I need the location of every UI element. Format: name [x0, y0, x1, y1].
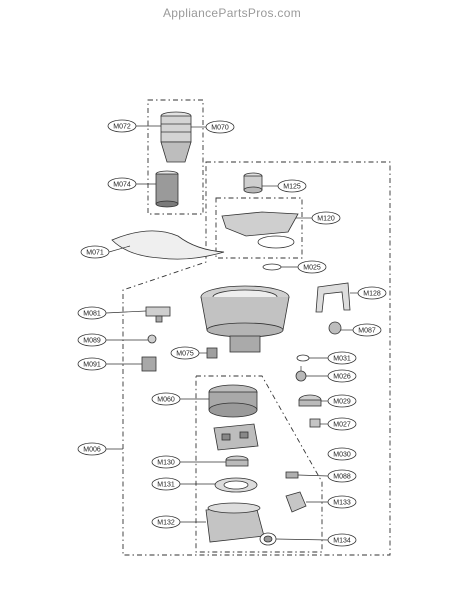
svg-text:M131: M131	[157, 482, 175, 489]
callout-m133[interactable]: M133	[327, 495, 357, 509]
callout-m006[interactable]: M006	[77, 442, 107, 456]
part-filter-cylinder[interactable]	[160, 111, 192, 163]
callout-m027[interactable]: M027	[327, 417, 357, 431]
svg-text:M026: M026	[333, 374, 351, 381]
part-m081[interactable]	[145, 306, 171, 323]
svg-text:M070: M070	[211, 125, 229, 132]
svg-text:M133: M133	[333, 500, 351, 507]
part-m031[interactable]	[296, 354, 310, 362]
watermark: AppliancePartsPros.com	[163, 6, 301, 20]
svg-text:M089: M089	[83, 338, 101, 345]
svg-text:M027: M027	[333, 422, 351, 429]
part-m133[interactable]	[285, 491, 307, 513]
callout-m088[interactable]: M088	[327, 469, 357, 483]
svg-text:M074: M074	[113, 182, 131, 189]
svg-text:M006: M006	[83, 447, 101, 454]
svg-text:M128: M128	[363, 291, 381, 298]
part-m060[interactable]	[208, 384, 258, 418]
pump-assembly-boundary	[195, 375, 323, 553]
callout-m030[interactable]: M030	[327, 447, 357, 461]
svg-text:M081: M081	[83, 311, 101, 318]
svg-text:M132: M132	[157, 520, 175, 527]
sump-cover-boundary	[215, 197, 303, 259]
part-m089[interactable]	[147, 334, 157, 344]
svg-text:M030: M030	[333, 452, 351, 459]
leader-lines	[105, 125, 358, 541]
part-m091[interactable]	[141, 356, 157, 372]
svg-text:M091: M091	[83, 362, 101, 369]
callout-m071[interactable]: M071	[80, 245, 110, 259]
callout-m074[interactable]: M074	[107, 177, 137, 191]
callout-m072[interactable]: M072	[107, 119, 137, 133]
svg-text:M075: M075	[176, 351, 194, 358]
part-sump[interactable]	[200, 285, 290, 353]
callout-m060[interactable]: M060	[151, 392, 181, 406]
svg-text:M134: M134	[333, 538, 351, 545]
callout-m089[interactable]: M089	[77, 333, 107, 347]
part-m134[interactable]	[259, 532, 277, 546]
part-m130[interactable]	[225, 455, 249, 467]
svg-text:M031: M031	[333, 356, 351, 363]
part-m131[interactable]	[214, 477, 258, 493]
callout-m131[interactable]: M131	[151, 477, 181, 491]
callout-m125[interactable]: M125	[277, 179, 307, 193]
main-assembly-boundary	[122, 161, 391, 556]
svg-text:M120: M120	[317, 216, 335, 223]
callout-m128[interactable]: M128	[357, 286, 387, 300]
svg-text:M060: M060	[157, 397, 175, 404]
callout-m025[interactable]: M025	[297, 260, 327, 274]
callout-m081[interactable]: M081	[77, 306, 107, 320]
part-m075[interactable]	[206, 347, 218, 359]
part-m128[interactable]	[315, 282, 351, 313]
svg-text:M025: M025	[303, 265, 321, 272]
svg-text:M087: M087	[358, 328, 376, 335]
svg-text:M130: M130	[157, 460, 175, 467]
part-m088[interactable]	[285, 471, 299, 479]
part-m025[interactable]	[262, 263, 282, 271]
callout-m130[interactable]: M130	[151, 455, 181, 469]
callout-m134[interactable]: M134	[327, 533, 357, 547]
part-m029[interactable]	[298, 394, 322, 407]
svg-text:M072: M072	[113, 124, 131, 131]
part-m125[interactable]	[243, 172, 263, 194]
part-m027[interactable]	[309, 418, 321, 428]
callout-m075[interactable]: M075	[170, 346, 200, 360]
callout-m132[interactable]: M132	[151, 515, 181, 529]
part-mesh-filter[interactable]	[155, 170, 179, 208]
svg-text:M029: M029	[333, 399, 351, 406]
callout-m120[interactable]: M120	[311, 211, 341, 225]
callout-m029[interactable]: M029	[327, 394, 357, 408]
svg-text:M125: M125	[283, 184, 301, 191]
part-sump-cover[interactable]	[221, 211, 299, 249]
part-m087[interactable]	[328, 321, 342, 335]
part-m132[interactable]	[205, 502, 265, 543]
callout-m091[interactable]: M091	[77, 357, 107, 371]
svg-text:M071: M071	[86, 250, 104, 257]
part-m026[interactable]	[295, 366, 307, 382]
part-motor[interactable]	[213, 423, 259, 451]
svg-text:M088: M088	[333, 474, 351, 481]
callout-m070[interactable]: M070	[205, 120, 235, 134]
callout-m026[interactable]: M026	[327, 369, 357, 383]
part-m071-tray[interactable]	[111, 230, 225, 260]
callout-m087[interactable]: M087	[352, 323, 382, 337]
callout-m031[interactable]: M031	[327, 351, 357, 365]
